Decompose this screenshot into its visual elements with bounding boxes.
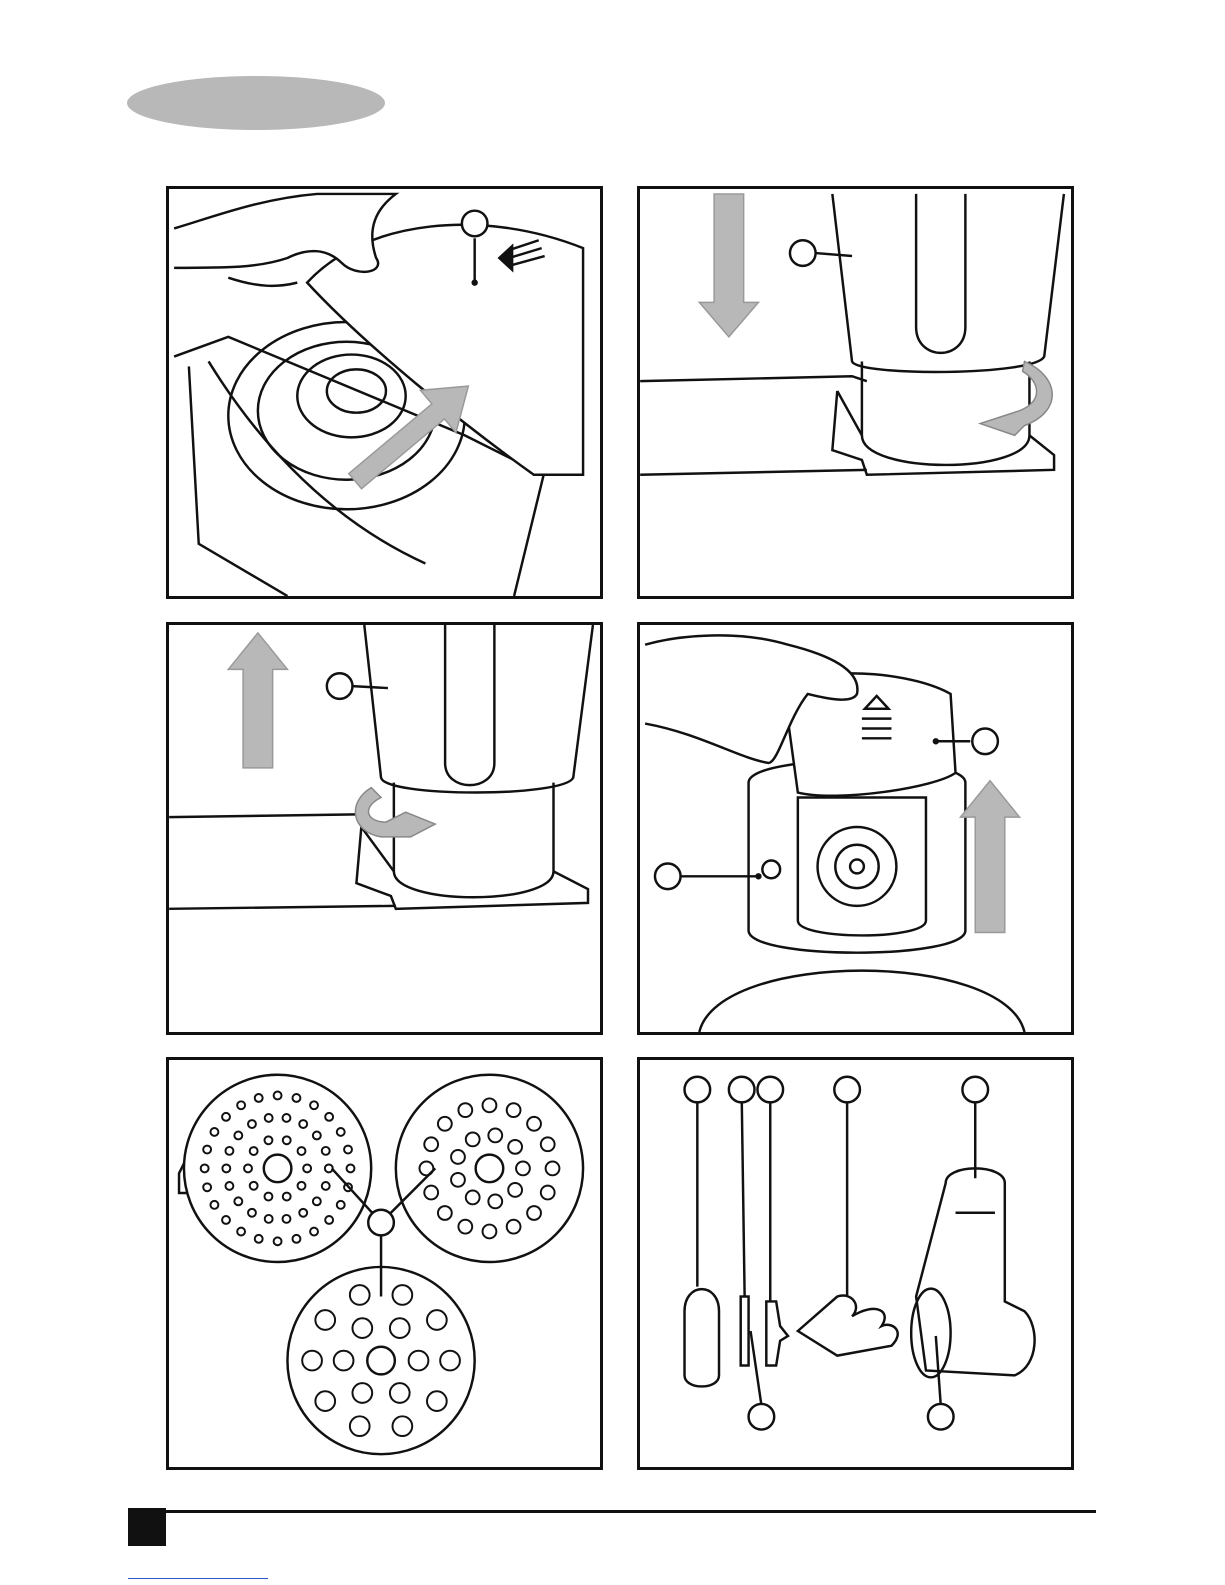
figure-panel-open-outlet-cover <box>637 622 1074 1035</box>
footer-link[interactable] <box>128 1578 268 1579</box>
page-number-box <box>128 1508 166 1546</box>
figure-panel-cutting-plates <box>166 1057 603 1470</box>
figure-panel-cover-open <box>166 186 603 599</box>
illustration-mincer-parts <box>640 1060 1071 1467</box>
footer-rule <box>166 1510 1096 1513</box>
illustration-open-outlet-cover <box>640 625 1071 1032</box>
illustration-remove-attachment <box>169 625 600 1032</box>
illustration-cutting-plates <box>169 1060 600 1467</box>
figure-panel-fit-attachment <box>637 186 1074 599</box>
figure-panel-remove-attachment <box>166 622 603 1035</box>
figure-panel-mincer-parts <box>637 1057 1074 1470</box>
language-pill <box>127 76 385 130</box>
illustration-cover-open <box>169 189 600 596</box>
illustration-fit-attachment <box>640 189 1071 596</box>
